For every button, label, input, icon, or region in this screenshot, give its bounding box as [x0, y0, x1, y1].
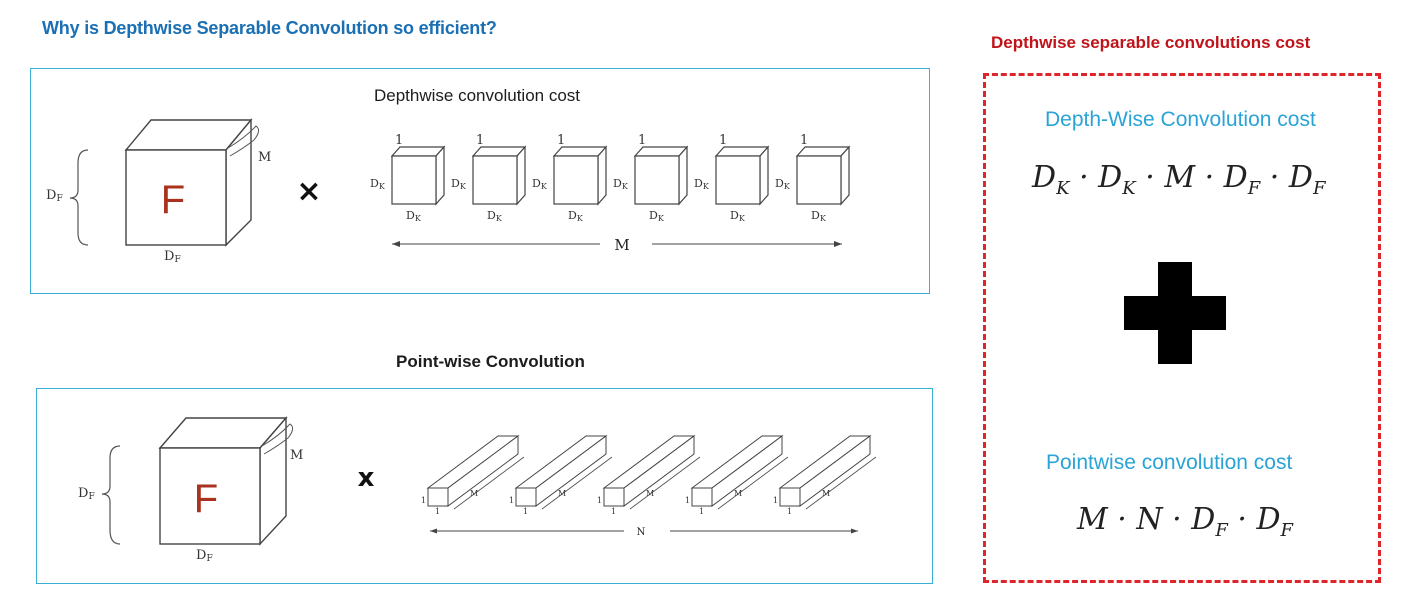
- kernel-cube: 1DK DK: [451, 133, 527, 223]
- cost-title: Depthwise separable convolutions cost: [991, 33, 1311, 52]
- pointwise-panel: [36, 388, 933, 584]
- kernel-cube: 1DK DK: [694, 133, 770, 223]
- input-width-label: DF: [164, 249, 181, 265]
- kernel-height-label: DK: [775, 177, 791, 191]
- pointwise-f-label: F: [194, 477, 218, 521]
- pointwise-kernel-depth: M: [470, 489, 478, 498]
- pointwise-kernel-one: 1: [787, 507, 792, 516]
- pointwise-kernel-one: 1: [773, 496, 778, 505]
- pointwise-kernel-one: 1: [685, 496, 690, 505]
- cost-box: [983, 73, 1381, 583]
- input-cube: [124, 118, 253, 247]
- depthwise-diagram: F M DF DF × 1DKDK1DKDK1DKDK1DKDK1DKDK1DK…: [46, 118, 851, 265]
- kernel-depth-one: 1: [800, 133, 808, 148]
- pointwise-kernel-depth: M: [734, 489, 742, 498]
- pointwise-kernel-one: 1: [699, 507, 704, 516]
- kernel-width-label: DK: [730, 209, 746, 223]
- input-f-label: F: [161, 178, 185, 222]
- kernel-depth-one: 1: [395, 133, 403, 148]
- pointwise-count-label: N: [637, 527, 646, 538]
- depthwise-heading: Depthwise convolution cost: [374, 86, 581, 105]
- pointwise-cost-label: Pointwise convolution cost: [1046, 451, 1293, 474]
- kernel-cube: 1DK DK: [775, 133, 851, 223]
- page-title: Why is Depthwise Separable Convolution s…: [42, 18, 497, 38]
- kernel-width-label: DK: [568, 209, 584, 223]
- pointwise-kernel-depth: M: [822, 489, 830, 498]
- pointwise-height-label: DF: [78, 486, 95, 502]
- pointwise-kernel: 11M: [421, 435, 525, 516]
- kernel-group: 1DK DK 1DK DK 1DK DK 1DK DK 1DK DK 1DK DK: [370, 133, 851, 223]
- pointwise-depth-label: M: [290, 448, 303, 463]
- kernel-depth-one: 1: [476, 133, 484, 148]
- pointwise-width-label: DF: [196, 548, 213, 564]
- count-label: M: [614, 236, 629, 254]
- depthwise-cost-formula: DK · DK · M · DF · DF: [1032, 160, 1326, 199]
- kernel-height-label: DK: [370, 177, 386, 191]
- input-height-label: DF: [46, 188, 63, 204]
- times-sign: ×: [296, 174, 321, 209]
- kernel-depth-one: 1: [638, 133, 646, 148]
- pointwise-kernel-one: 1: [421, 496, 426, 505]
- pointwise-kernel: 11M: [597, 435, 701, 516]
- kernel-width-label: DK: [406, 209, 422, 223]
- pointwise-kernel-one: 1: [509, 496, 514, 505]
- pointwise-kernel-one: 1: [435, 507, 440, 516]
- pointwise-kernel-one: 1: [597, 496, 602, 505]
- pointwise-kernel-one: 1: [523, 507, 528, 516]
- pointwise-kernel: 11M: [509, 435, 613, 516]
- kernel-width-label: DK: [811, 209, 827, 223]
- kernel-width-label: DK: [487, 209, 503, 223]
- kernel-cube: 1DK DK: [613, 133, 689, 223]
- pointwise-kernel-depth: M: [558, 489, 566, 498]
- pointwise-kernel-one: 1: [611, 507, 616, 516]
- input-depth-label: M: [258, 150, 271, 165]
- kernel-height-label: DK: [694, 177, 710, 191]
- pointwise-kernel: 11 M: [773, 435, 877, 516]
- kernel-cube: 1DK DK: [370, 133, 446, 223]
- kernel-depth-one: 1: [719, 133, 727, 148]
- kernel-cube: 1DK DK: [532, 133, 608, 223]
- pointwise-heading: Point-wise Convolution: [396, 352, 585, 371]
- kernel-width-label: DK: [649, 209, 665, 223]
- depthwise-panel: [30, 68, 930, 294]
- kernel-depth-one: 1: [557, 133, 565, 148]
- kernel-height-label: DK: [532, 177, 548, 191]
- kernel-height-label: DK: [613, 177, 629, 191]
- pointwise-input-cube: [158, 416, 288, 546]
- depthwise-cost-label: Depth-Wise Convolution cost: [1045, 108, 1316, 131]
- pointwise-kernel: 11M: [685, 435, 789, 516]
- pointwise-kernel-depth: M: [646, 489, 654, 498]
- pointwise-times-sign: x: [358, 463, 375, 493]
- plus-icon: [1124, 262, 1226, 364]
- pointwise-cost-formula: M · N · DF · DF: [1077, 502, 1294, 541]
- kernel-height-label: DK: [451, 177, 467, 191]
